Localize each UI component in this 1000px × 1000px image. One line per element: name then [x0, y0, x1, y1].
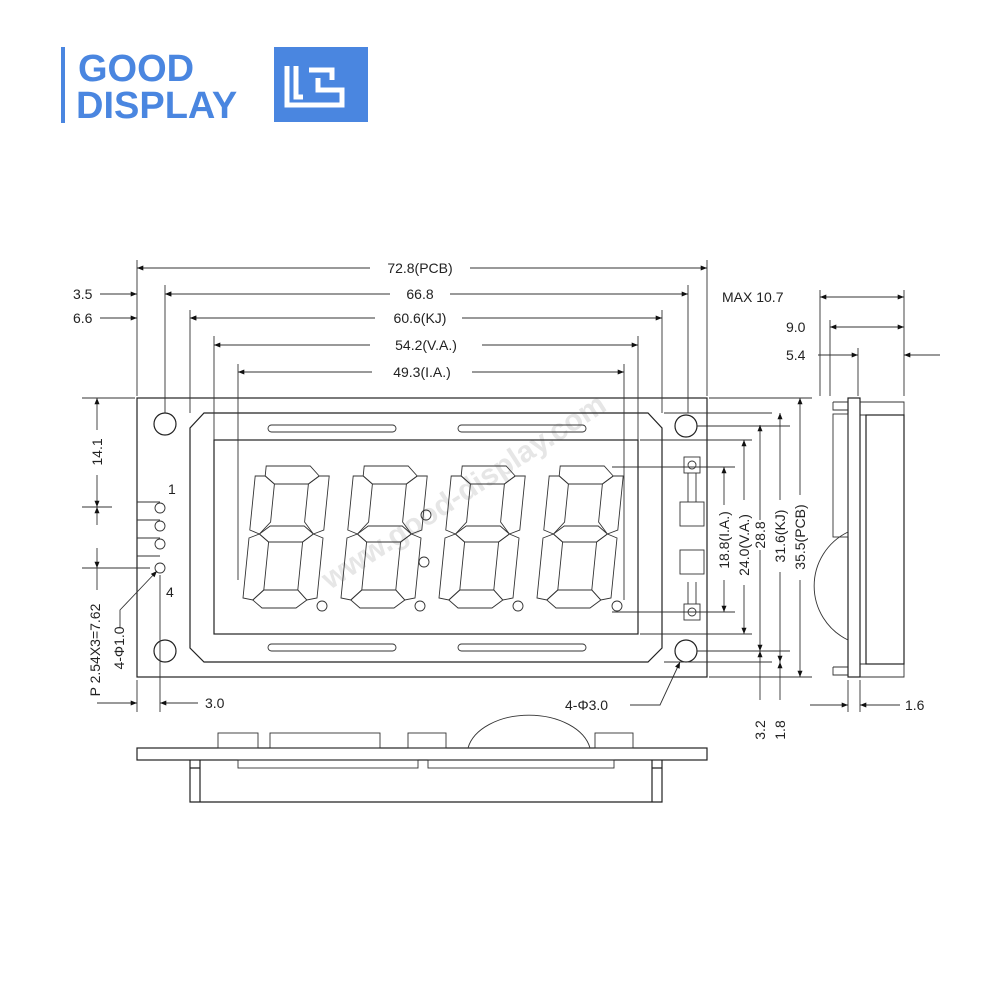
dim-3-5: 3.5 [73, 286, 93, 302]
logo-line2: DISPLAY [76, 85, 237, 127]
segment [362, 465, 418, 485]
dim-kj-width: 60.6(KJ) [394, 310, 447, 326]
dim-3-2: 3.2 [752, 720, 768, 740]
pins [137, 501, 166, 574]
front-view: 1 4 [136, 397, 708, 678]
bottom-view [136, 714, 708, 803]
segment [543, 475, 569, 535]
viewing-area [213, 439, 639, 635]
dim-3-0: 3.0 [205, 695, 225, 711]
segment [598, 475, 624, 535]
top-dimensions: 72.8(PCB) 66.8 60.6(KJ) 54.2(V.A.) 49.3(… [73, 260, 707, 380]
seven-segment-digits [242, 465, 624, 609]
segment [493, 533, 520, 601]
dim-kj-height: 31.6(KJ) [772, 510, 788, 563]
logo-bar [61, 47, 65, 123]
digit-4 [536, 465, 624, 609]
dim-5-4: 5.4 [786, 347, 806, 363]
pin-1-label: 1 [168, 481, 176, 497]
pin-4-label: 4 [166, 584, 174, 600]
segment [591, 533, 618, 601]
logo-lcd-icon [284, 66, 345, 108]
left-dimensions: 14.1 P 2.54X3=7.62 4-Φ1.0 3.0 [87, 398, 225, 711]
dim-14-1: 14.1 [89, 438, 105, 465]
segment [249, 475, 275, 535]
dim-1-8: 1.8 [772, 720, 788, 740]
colon-and-decimal-dots [316, 509, 623, 612]
dim-pin-hole: 4-Φ1.0 [111, 626, 127, 669]
dim-va-width: 54.2(V.A.) [395, 337, 457, 353]
logo-line1: GOOD [78, 48, 194, 90]
dim-va-height: 24.0(V.A.) [736, 514, 752, 576]
bezel-slots [267, 424, 587, 652]
right-dimensions: 18.8(I.A.) 24.0(V.A.) 28.8 31.6(KJ) 35.5… [565, 398, 808, 740]
segment [546, 589, 602, 609]
digit-3 [438, 465, 526, 609]
brand-logo: GOOD DISPLAY [61, 47, 368, 127]
dim-pin-pitch: P 2.54X3=7.62 [87, 603, 103, 696]
side-view: MAX 10.7 9.0 5.4 1.6 [722, 289, 940, 713]
segment [500, 475, 526, 535]
dim-pcb-thickness: 1.6 [905, 697, 925, 713]
digit-1 [242, 465, 330, 609]
segment [350, 589, 406, 609]
dim-hole-span: 66.8 [406, 286, 433, 302]
segment [252, 589, 308, 609]
dim-mount-hole: 4-Φ3.0 [565, 697, 608, 713]
dim-9-0: 9.0 [786, 319, 806, 335]
segment [448, 589, 504, 609]
dim-ia-width: 49.3(I.A.) [393, 364, 451, 380]
dim-hole-height: 28.8 [752, 521, 768, 548]
dim-ia-height: 18.8(I.A.) [716, 511, 732, 569]
dim-pcb-height: 35.5(PCB) [792, 504, 808, 569]
dim-pcb-width: 72.8(PCB) [387, 260, 452, 276]
logo-mark [274, 47, 368, 122]
segment [264, 465, 320, 485]
segment [304, 475, 330, 535]
dim-6-6: 6.6 [73, 310, 93, 326]
segment [347, 475, 373, 535]
dim-max-thickness: MAX 10.7 [722, 289, 784, 305]
digit-2 [340, 465, 428, 609]
bezel-kj-outline [189, 412, 663, 663]
segment [558, 465, 614, 485]
right-connector [679, 456, 705, 621]
segment [445, 475, 471, 535]
pcb-outline [136, 397, 708, 678]
